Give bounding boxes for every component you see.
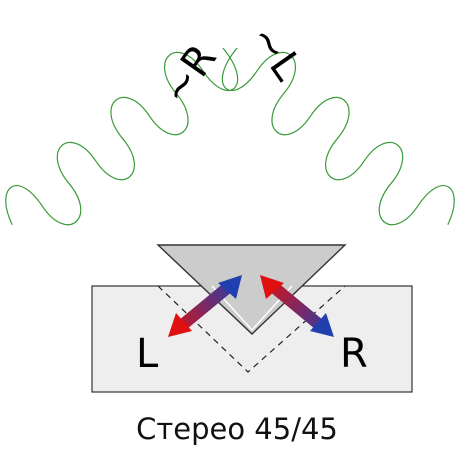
right-channel-arrow	[260, 275, 334, 337]
left-channel-arrow	[168, 275, 242, 337]
right-wave-coil	[5, 47, 239, 226]
right-channel-label: R	[340, 331, 368, 377]
right-wave-label: ~R	[153, 36, 226, 113]
diagram-caption: Стерео 45/45	[136, 412, 338, 446]
stylus	[156, 244, 347, 335]
left-channel-label: L	[136, 331, 159, 377]
left-wave-coil	[221, 47, 455, 226]
stylus-tip-outline	[211, 285, 293, 332]
